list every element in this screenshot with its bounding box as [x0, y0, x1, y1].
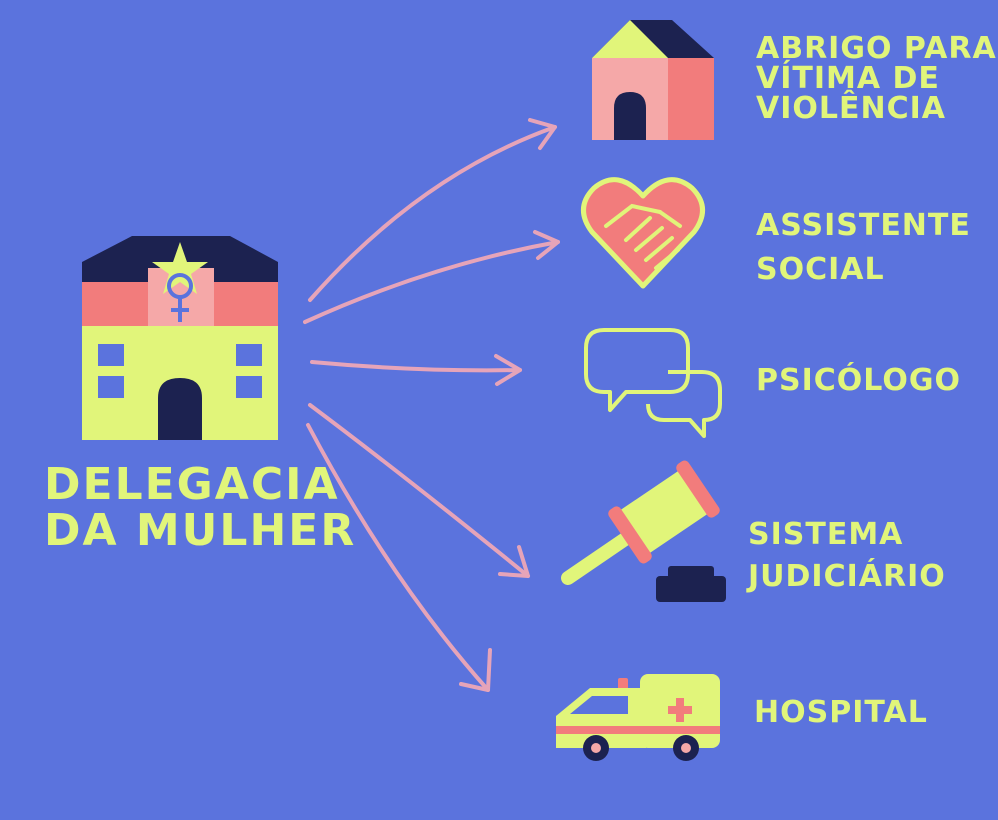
node-label-line: JUDICIÁRIO	[748, 559, 946, 594]
node-label-hospital: HOSPITAL	[754, 698, 928, 728]
house-icon	[592, 20, 714, 140]
arrow-to-shelter	[308, 118, 557, 302]
node-label-line: SISTEMA	[748, 517, 904, 552]
center-label-line-1: DELEGACIA	[44, 459, 340, 510]
node-label-line: ASSISTENTE	[756, 208, 971, 243]
node-label-line: PSICÓLOGO	[756, 363, 961, 398]
node-label-psychologist: PSICÓLOGO	[756, 366, 961, 396]
node-label-shelter: ABRIGO PARA VÍTIMA DE VIOLÊNCIA	[756, 34, 997, 124]
arrow-to-psychologist	[310, 354, 522, 386]
speech-bubbles-icon	[584, 328, 722, 438]
arrow-to-judicial-system	[308, 403, 530, 578]
node-label-social-worker: ASSISTENTE SOCIAL	[756, 204, 971, 291]
node-label-judicial-system: SISTEMA JUDICIÁRIO	[748, 514, 946, 598]
heart-handshake-icon	[581, 177, 705, 289]
center-label-line-2: DA MULHER	[44, 505, 357, 557]
arrow-to-social-worker	[303, 230, 560, 324]
node-label-line: SOCIAL	[756, 251, 885, 287]
center-label: DELEGACIA DA MULHER	[44, 459, 357, 557]
arrows	[303, 118, 560, 692]
police-station-icon	[82, 236, 278, 440]
ambulance-icon	[556, 674, 720, 761]
arrow-to-hospital	[306, 423, 492, 692]
node-label-line: HOSPITAL	[754, 695, 928, 730]
node-label-line: VÍTIMA DE	[756, 61, 940, 96]
gavel-icon	[561, 460, 726, 602]
node-label-line: ABRIGO PARA	[756, 31, 997, 66]
node-label-line: VIOLÊNCIA	[756, 91, 946, 126]
